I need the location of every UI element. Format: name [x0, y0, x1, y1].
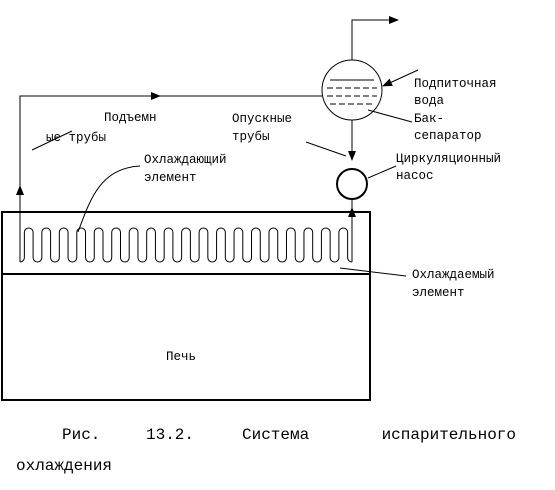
pump-label-2: насос — [396, 169, 434, 183]
caption-part-1: Рис. — [62, 426, 100, 444]
separator-water-level — [327, 79, 377, 105]
feed-water-label-2: вода — [414, 94, 445, 108]
riser-pipe — [19, 95, 155, 262]
riser-label-1: Подъемн — [104, 111, 157, 125]
cooling-element-label-1: Охлаждающий — [144, 153, 227, 167]
caption-part-4: испарительного — [382, 426, 516, 444]
cooling-element-leader — [77, 165, 141, 233]
riser-leader — [31, 130, 73, 151]
separator-label-1: Бак- — [414, 112, 444, 126]
steam-outlet-pipe — [351, 16, 399, 60]
furnace-body — [1, 211, 371, 401]
separator-label-2: сепаратор — [414, 129, 482, 143]
feed-water-arrow — [382, 69, 419, 87]
downcomer-label-2: трубы — [232, 130, 270, 144]
pump-leader — [367, 165, 397, 179]
feed-water-label-1: Подпиточная — [414, 77, 497, 91]
cooled-element-leader — [339, 267, 407, 277]
cooled-element-label-1: Охлаждаемый — [412, 268, 495, 282]
separator-leader — [367, 109, 413, 123]
caption-part-3: Система — [242, 426, 310, 444]
cooled-element-label-2: элемент — [412, 286, 465, 300]
cooling-element-label-2: элемент — [144, 171, 197, 185]
cooling-coil — [19, 227, 353, 263]
downcomer-leader — [305, 141, 347, 157]
caption-part-2: 13.2. — [146, 426, 194, 444]
pump-label-1: Циркуляционный — [396, 152, 501, 166]
circulation-pump — [336, 168, 368, 200]
riser-label-2: ые трубы — [46, 131, 106, 145]
downcomer-label-1: Опускные — [232, 112, 292, 126]
caption-line-2: охлаждения — [16, 457, 112, 475]
furnace-label: Печь — [166, 350, 196, 364]
